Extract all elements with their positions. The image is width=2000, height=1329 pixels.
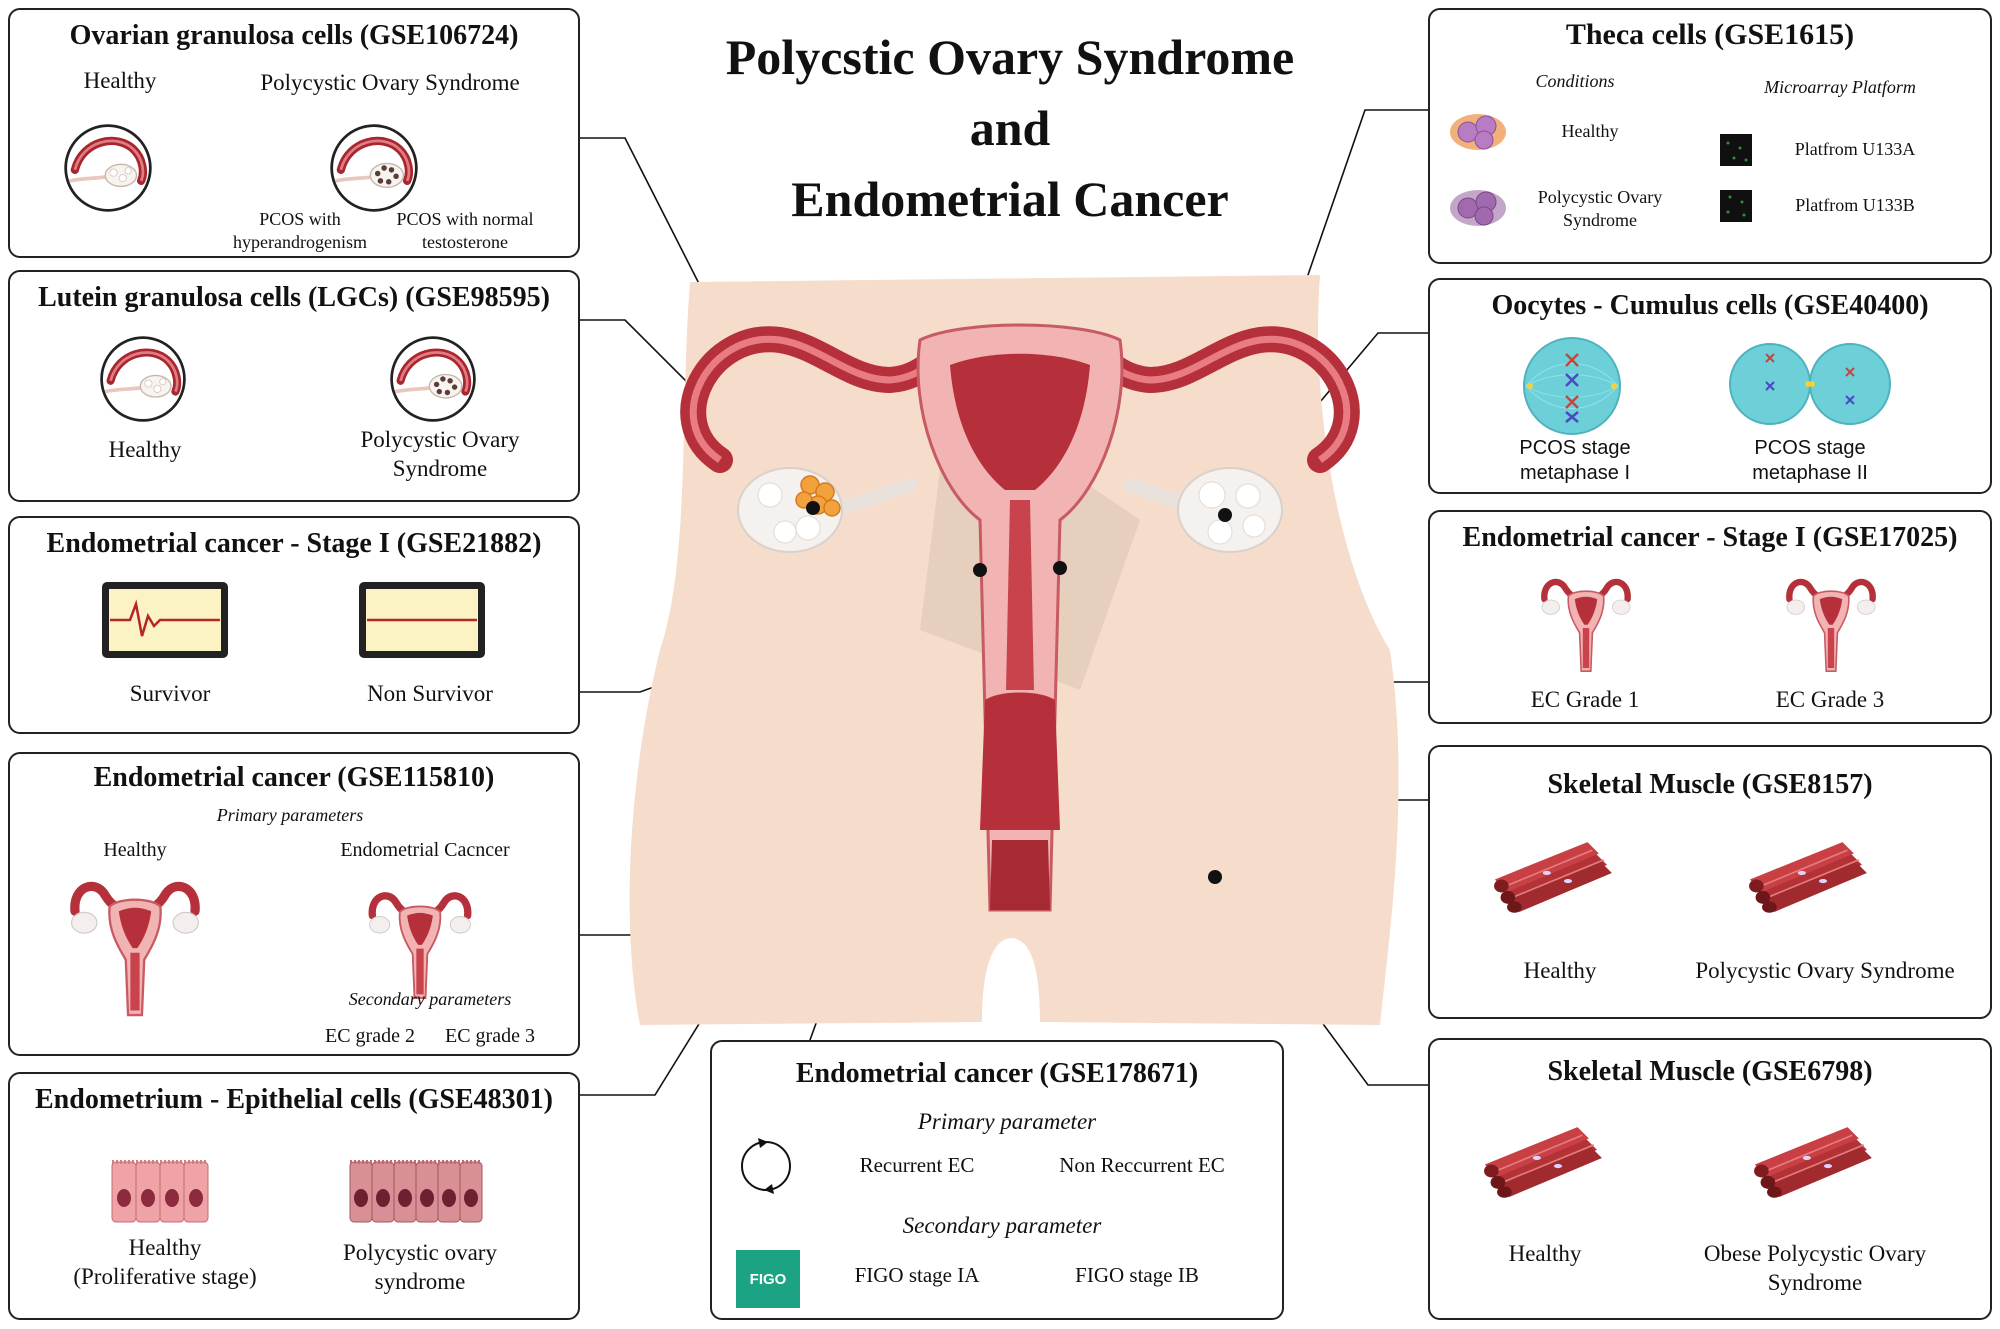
- title-line-1: Polycstic Ovary Syndrome: [725, 29, 1295, 85]
- main-title: Polycstic Ovary Syndrome and Endometrial…: [610, 22, 1410, 235]
- muscle-fiber-icon: [1490, 837, 1620, 917]
- label-healthy: Healthy: [1508, 1241, 1582, 1266]
- recurrence-icon: [741, 1138, 791, 1194]
- figo-logo-text: FIGO: [749, 1270, 787, 1288]
- label-primary-parameters: Primary parameters: [216, 805, 364, 825]
- epithelial-cells-icon: [111, 1160, 209, 1223]
- monitor-icon: [359, 582, 485, 658]
- label-endometrial-cancer: Endometrial Cacncer: [340, 839, 510, 861]
- panel-title: Skeletal Muscle (GSE8157): [1547, 769, 1873, 800]
- panel-title: Theca cells (GSE1615): [1565, 18, 1855, 51]
- uterus-icon: [1530, 572, 1642, 676]
- label-platform-u133a: Platfrom U133A: [1794, 139, 1916, 159]
- panel-lutein-granulosa: Lutein granulosa cells (LGCs) (GSE98595)…: [8, 270, 580, 502]
- ovary-icon: [98, 334, 188, 424]
- uterus-icon: [65, 872, 205, 1022]
- uterus-icon: [1775, 572, 1887, 676]
- panel-title: Ovarian granulosa cells (GSE106724): [69, 20, 519, 51]
- pcos-ovary-icon: [388, 334, 478, 424]
- label-conditions: Conditions: [1535, 71, 1615, 91]
- panel-oocytes: Oocytes - Cumulus cells (GSE40400) PCOS …: [1428, 278, 1992, 494]
- panel-title: Skeletal Muscle (GSE6798): [1547, 1056, 1873, 1087]
- panel-muscle-gse6798: Skeletal Muscle (GSE6798) Healthy Obese …: [1428, 1038, 1992, 1320]
- panel-ec-stage1-gse17025: Endometrial cancer - Stage I (GSE17025) …: [1428, 510, 1992, 724]
- label-healthy: Healthy: [108, 437, 182, 462]
- muscle-fiber-icon: [1480, 1122, 1610, 1202]
- muscle-fiber-icon: [1750, 1122, 1880, 1202]
- label-primary-parameter: Primary parameter: [917, 1109, 1097, 1134]
- ovary-icon: [62, 122, 154, 214]
- label-ec-grade-3: EC Grade 3: [1775, 687, 1885, 712]
- panel-theca: Theca cells (GSE1615) Conditions Microar…: [1428, 8, 1992, 264]
- label-pcos: Polycystic Ovary Syndrome: [260, 70, 520, 95]
- uterus-icon: [365, 884, 475, 1004]
- panel-title: Endometrial cancer (GSE178671): [795, 1058, 1199, 1089]
- panel-ec-gse178671: Endometrial cancer (GSE178671) Primary p…: [710, 1040, 1284, 1320]
- microarray-chip-icon: [1720, 134, 1752, 166]
- panel-title: Lutein granulosa cells (LGCs) (GSE98595): [38, 282, 550, 313]
- label-recurrent-ec: Recurrent EC: [859, 1153, 975, 1177]
- epithelial-cells-icon: [349, 1160, 483, 1223]
- label-healthy: Healthy: [1561, 121, 1619, 141]
- metaphase-cell-icon: [1729, 343, 1891, 425]
- reproductive-anatomy-illustration: [629, 275, 1399, 1025]
- label-ec-grade-2: EC grade 2: [325, 1025, 415, 1047]
- panel-title: Endometrial cancer - Stage I (GSE17025): [1462, 522, 1958, 553]
- label-ec-grade-3: EC grade 3: [445, 1025, 535, 1047]
- figo-logo: FIGO: [736, 1250, 800, 1308]
- label-healthy: Healthy: [83, 68, 157, 93]
- label-pcos: Polycystic Ovary Syndrome: [1695, 958, 1955, 983]
- panel-ovarian-granulosa: Ovarian granulosa cells (GSE106724) Heal…: [8, 8, 580, 258]
- label-healthy-proliferative: Healthy(Proliferative stage): [73, 1235, 257, 1289]
- panel-title: Endometrial cancer (GSE115810): [93, 762, 495, 793]
- label-ec-grade-1: EC Grade 1: [1530, 687, 1640, 712]
- monitor-icon: [102, 582, 228, 658]
- panel-title: Oocytes - Cumulus cells (GSE40400): [1491, 290, 1929, 321]
- pcos-ovary-icon: [328, 122, 420, 214]
- label-platform-u133b: Platfrom U133B: [1795, 195, 1915, 215]
- microarray-chip-icon: [1720, 190, 1752, 222]
- label-secondary-parameter: Secondary parameter: [902, 1213, 1102, 1238]
- label-non-recurrent-ec: Non Reccurrent EC: [1059, 1153, 1225, 1177]
- right-ovary: [1177, 467, 1283, 553]
- label-healthy: Healthy: [1523, 958, 1597, 983]
- title-line-2: and: [969, 100, 1051, 156]
- label-microarray-platform: Microarray Platform: [1764, 77, 1916, 97]
- label-non-survivor: Non Survivor: [367, 681, 493, 706]
- label-figo-stage-ib: FIGO stage IB: [1075, 1263, 1199, 1287]
- label-figo-stage-ia: FIGO stage IA: [854, 1263, 980, 1287]
- panel-endometrium-epithelial: Endometrium - Epithelial cells (GSE48301…: [8, 1072, 580, 1320]
- theca-cell-icon: [1450, 114, 1506, 150]
- label-healthy: Healthy: [103, 839, 167, 861]
- theca-cell-icon: [1450, 190, 1506, 226]
- label-secondary-parameters: Secondary parameters: [348, 989, 512, 1009]
- panel-ec-stage1-gse21882: Endometrial cancer - Stage I (GSE21882) …: [8, 516, 580, 734]
- label-survivor: Survivor: [129, 681, 211, 706]
- panel-title: Endometrium - Epithelial cells (GSE48301…: [35, 1084, 553, 1115]
- panel-ec-gse115810: Endometrial cancer (GSE115810) Primary p…: [8, 752, 580, 1056]
- title-line-3: Endometrial Cancer: [791, 171, 1229, 227]
- metaphase-cell-icon: [1523, 337, 1621, 435]
- panel-muscle-gse8157: Skeletal Muscle (GSE8157) Healthy Polycy…: [1428, 745, 1992, 1019]
- left-ovary: [737, 467, 843, 553]
- panel-title: Endometrial cancer - Stage I (GSE21882): [46, 528, 542, 559]
- muscle-fiber-icon: [1745, 837, 1875, 917]
